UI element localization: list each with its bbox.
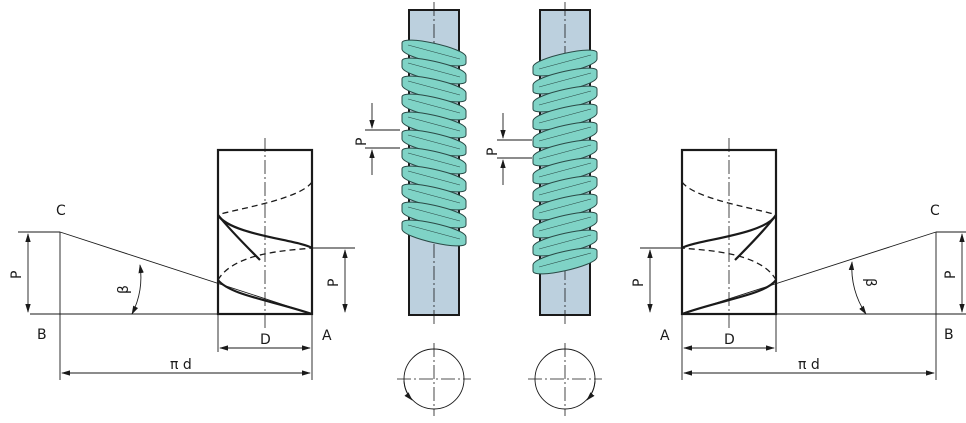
thread-crest-line	[538, 198, 592, 214]
thread-coil	[532, 103, 598, 131]
thread-coil	[401, 147, 467, 175]
left-label-A: A	[322, 328, 332, 344]
thread-crest-line	[538, 216, 592, 232]
thread-coil	[401, 129, 467, 157]
left-label-beta: β	[116, 285, 132, 294]
thread-coil	[401, 57, 467, 85]
right-screw-threads	[532, 49, 598, 275]
left-development-figure: C B A P P β D π d	[9, 138, 355, 380]
thread-crest-line	[407, 98, 461, 114]
thread-coil	[532, 175, 598, 203]
right-label-beta: β	[862, 278, 878, 287]
left-screw-threads	[401, 39, 467, 247]
thread-coil	[532, 139, 598, 167]
thread-crest-line	[538, 162, 592, 178]
thread-crest-line	[407, 62, 461, 78]
thread-coil	[532, 49, 598, 77]
thread-crest-line	[538, 252, 592, 268]
thread-crest-line	[407, 44, 461, 60]
right-label-P-triangle: P	[943, 271, 959, 279]
thread-crest-line	[538, 234, 592, 250]
thread-crest-line	[538, 90, 592, 106]
left-label-P-cylinder: P	[326, 279, 342, 287]
thread-crest-line	[407, 80, 461, 96]
thread-crest-line	[407, 152, 461, 168]
left-helix-hypotenuse	[59, 231, 313, 315]
thread-crest-line	[538, 108, 592, 124]
right-label-pid: π d	[798, 357, 820, 373]
thread-crest-line	[407, 134, 461, 150]
right-screw-figure: P	[485, 2, 602, 416]
thread-crest-line	[407, 170, 461, 186]
left-label-P-triangle: P	[9, 271, 25, 279]
left-label-C: C	[56, 203, 66, 219]
left-label-B: B	[37, 327, 47, 343]
left-label-pid: π d	[170, 357, 192, 373]
thread-coil	[401, 165, 467, 193]
left-angle-arc	[131, 264, 144, 315]
right-label-B: B	[944, 327, 954, 343]
thread-coil	[532, 229, 598, 257]
right-label-P-cylinder: P	[631, 279, 647, 287]
screw-left-label-P: P	[354, 138, 370, 146]
thread-coil	[532, 67, 598, 95]
thread-coil	[532, 121, 598, 149]
thread-coil	[401, 219, 467, 247]
thread-crest-line	[538, 126, 592, 142]
thread-crest-line	[538, 54, 592, 70]
screw-right-label-P: P	[485, 148, 501, 156]
right-label-D: D	[724, 332, 735, 348]
right-angle-arc	[848, 261, 867, 315]
thread-coil	[532, 85, 598, 113]
thread-crest-line	[407, 116, 461, 132]
thread-coil	[401, 201, 467, 229]
thread-crest-line	[538, 180, 592, 196]
thread-coil	[401, 93, 467, 121]
thread-coil	[532, 193, 598, 221]
thread-coil	[401, 111, 467, 139]
thread-coil	[532, 211, 598, 239]
thread-crest-line	[407, 206, 461, 222]
left-screw-figure: P	[354, 2, 471, 416]
thread-coil	[532, 157, 598, 185]
right-development-figure: C B A P P β D π d	[631, 138, 966, 380]
right-label-C: C	[930, 203, 940, 219]
thread-crest-line	[538, 144, 592, 160]
thread-coil	[401, 39, 467, 67]
thread-crest-line	[407, 188, 461, 204]
thread-coil	[532, 247, 598, 275]
thread-coil	[401, 183, 467, 211]
thread-crest-line	[407, 224, 461, 240]
thread-crest-line	[538, 72, 592, 88]
thread-coil	[401, 75, 467, 103]
right-label-A: A	[660, 328, 670, 344]
left-label-D: D	[260, 332, 271, 348]
